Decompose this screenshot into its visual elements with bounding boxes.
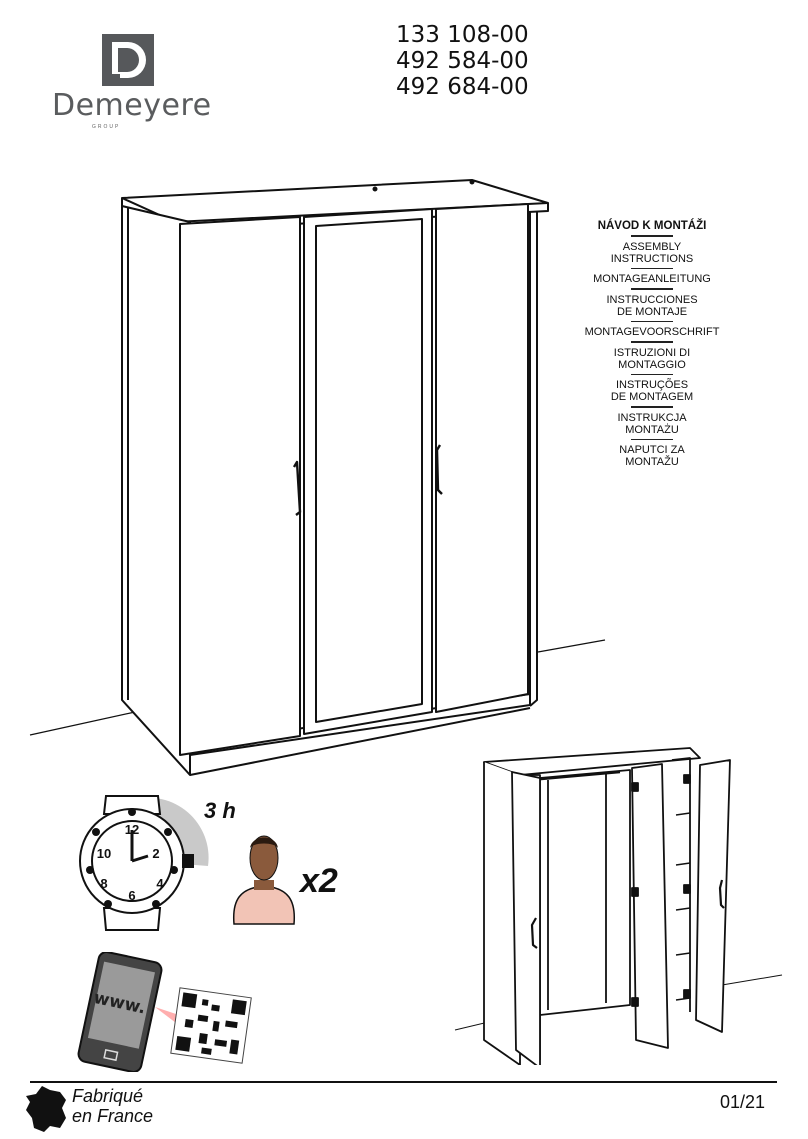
people-count: x2 [300, 862, 338, 900]
qr-code-icon [155, 987, 252, 1064]
svg-text:10: 10 [97, 846, 111, 861]
title-es: INSTRUCCIONES DE MONTAJE [606, 293, 698, 318]
divider [631, 267, 673, 269]
divider [631, 235, 673, 237]
divider [631, 373, 673, 375]
reference-number: 492 684-00 [396, 74, 529, 100]
divider [631, 406, 673, 408]
reference-number: 492 584-00 [396, 48, 529, 74]
smartphone-icon [77, 952, 163, 1072]
svg-text:8: 8 [100, 876, 107, 891]
svg-text:6: 6 [128, 888, 135, 903]
france-map-icon [26, 1086, 66, 1132]
title-pl: INSTRUKCJA MONTAŻU [617, 411, 687, 436]
divider [631, 288, 673, 290]
wardrobe-open-illustration [454, 747, 783, 1065]
divider [631, 320, 673, 322]
title-it: ISTRUZIONI DI MONTAGGIO [613, 346, 691, 371]
title-en: ASSEMBLY INSTRUCTIONS [610, 240, 694, 265]
title-nl: MONTAGEVOORSCHRIFT [584, 326, 720, 338]
page-number: 01/21 [720, 1092, 766, 1112]
instructions-title-list: NÁVOD K MONTÁŽI ASSEMBLY INSTRUCTIONS MO… [582, 218, 722, 469]
svg-text:4: 4 [156, 876, 164, 891]
title-de: MONTAGEANLEITUNG [593, 273, 711, 285]
wardrobe-closed-illustration [29, 179, 606, 776]
title-hr: NAPUTCI ZA MONTAŽU [619, 444, 685, 468]
svg-text:2: 2 [152, 846, 159, 861]
person-bust-icon [232, 835, 296, 925]
wristwatch-clock-icon: 12 10 2 8 4 6 [79, 795, 209, 931]
divider [631, 438, 673, 440]
assembly-time: 3 h [204, 798, 236, 823]
brand-subtitle: GROUP [92, 124, 121, 130]
demeyere-logo-icon [102, 34, 154, 86]
made-in-france: Fabriqué en France [72, 1086, 154, 1126]
footer-divider [30, 1081, 777, 1083]
title-pt: INSTRUÇÕES DE MONTAGEM [610, 379, 694, 403]
reference-numbers: 133 108-00 492 584-00 492 684-00 [396, 22, 529, 100]
brand-name: Demeyere [52, 88, 212, 123]
divider [631, 341, 673, 343]
title-cs: NÁVOD K MONTÁŽI [597, 220, 707, 232]
reference-number: 133 108-00 [396, 22, 529, 48]
svg-text:12: 12 [125, 822, 139, 837]
